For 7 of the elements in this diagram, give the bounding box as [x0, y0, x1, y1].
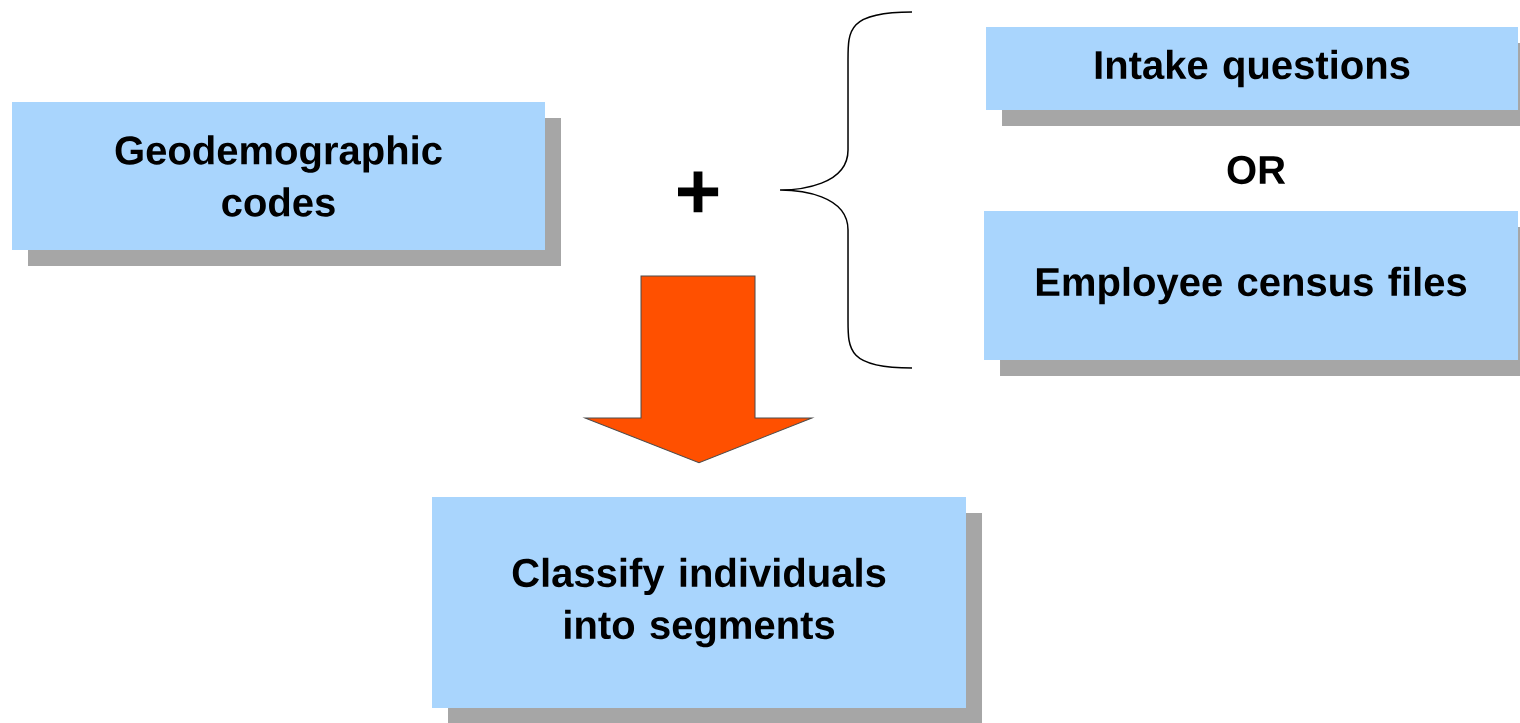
- block-arrow: [584, 275, 813, 464]
- process-box: Intake questions: [986, 27, 1520, 126]
- process-box: Geodemographic codes: [12, 102, 561, 266]
- process-box: Classify individuals into segments: [432, 497, 982, 723]
- process-box: Employee census files: [984, 211, 1520, 376]
- text-label: +: [678, 171, 719, 213]
- text-label: OR: [1227, 155, 1286, 185]
